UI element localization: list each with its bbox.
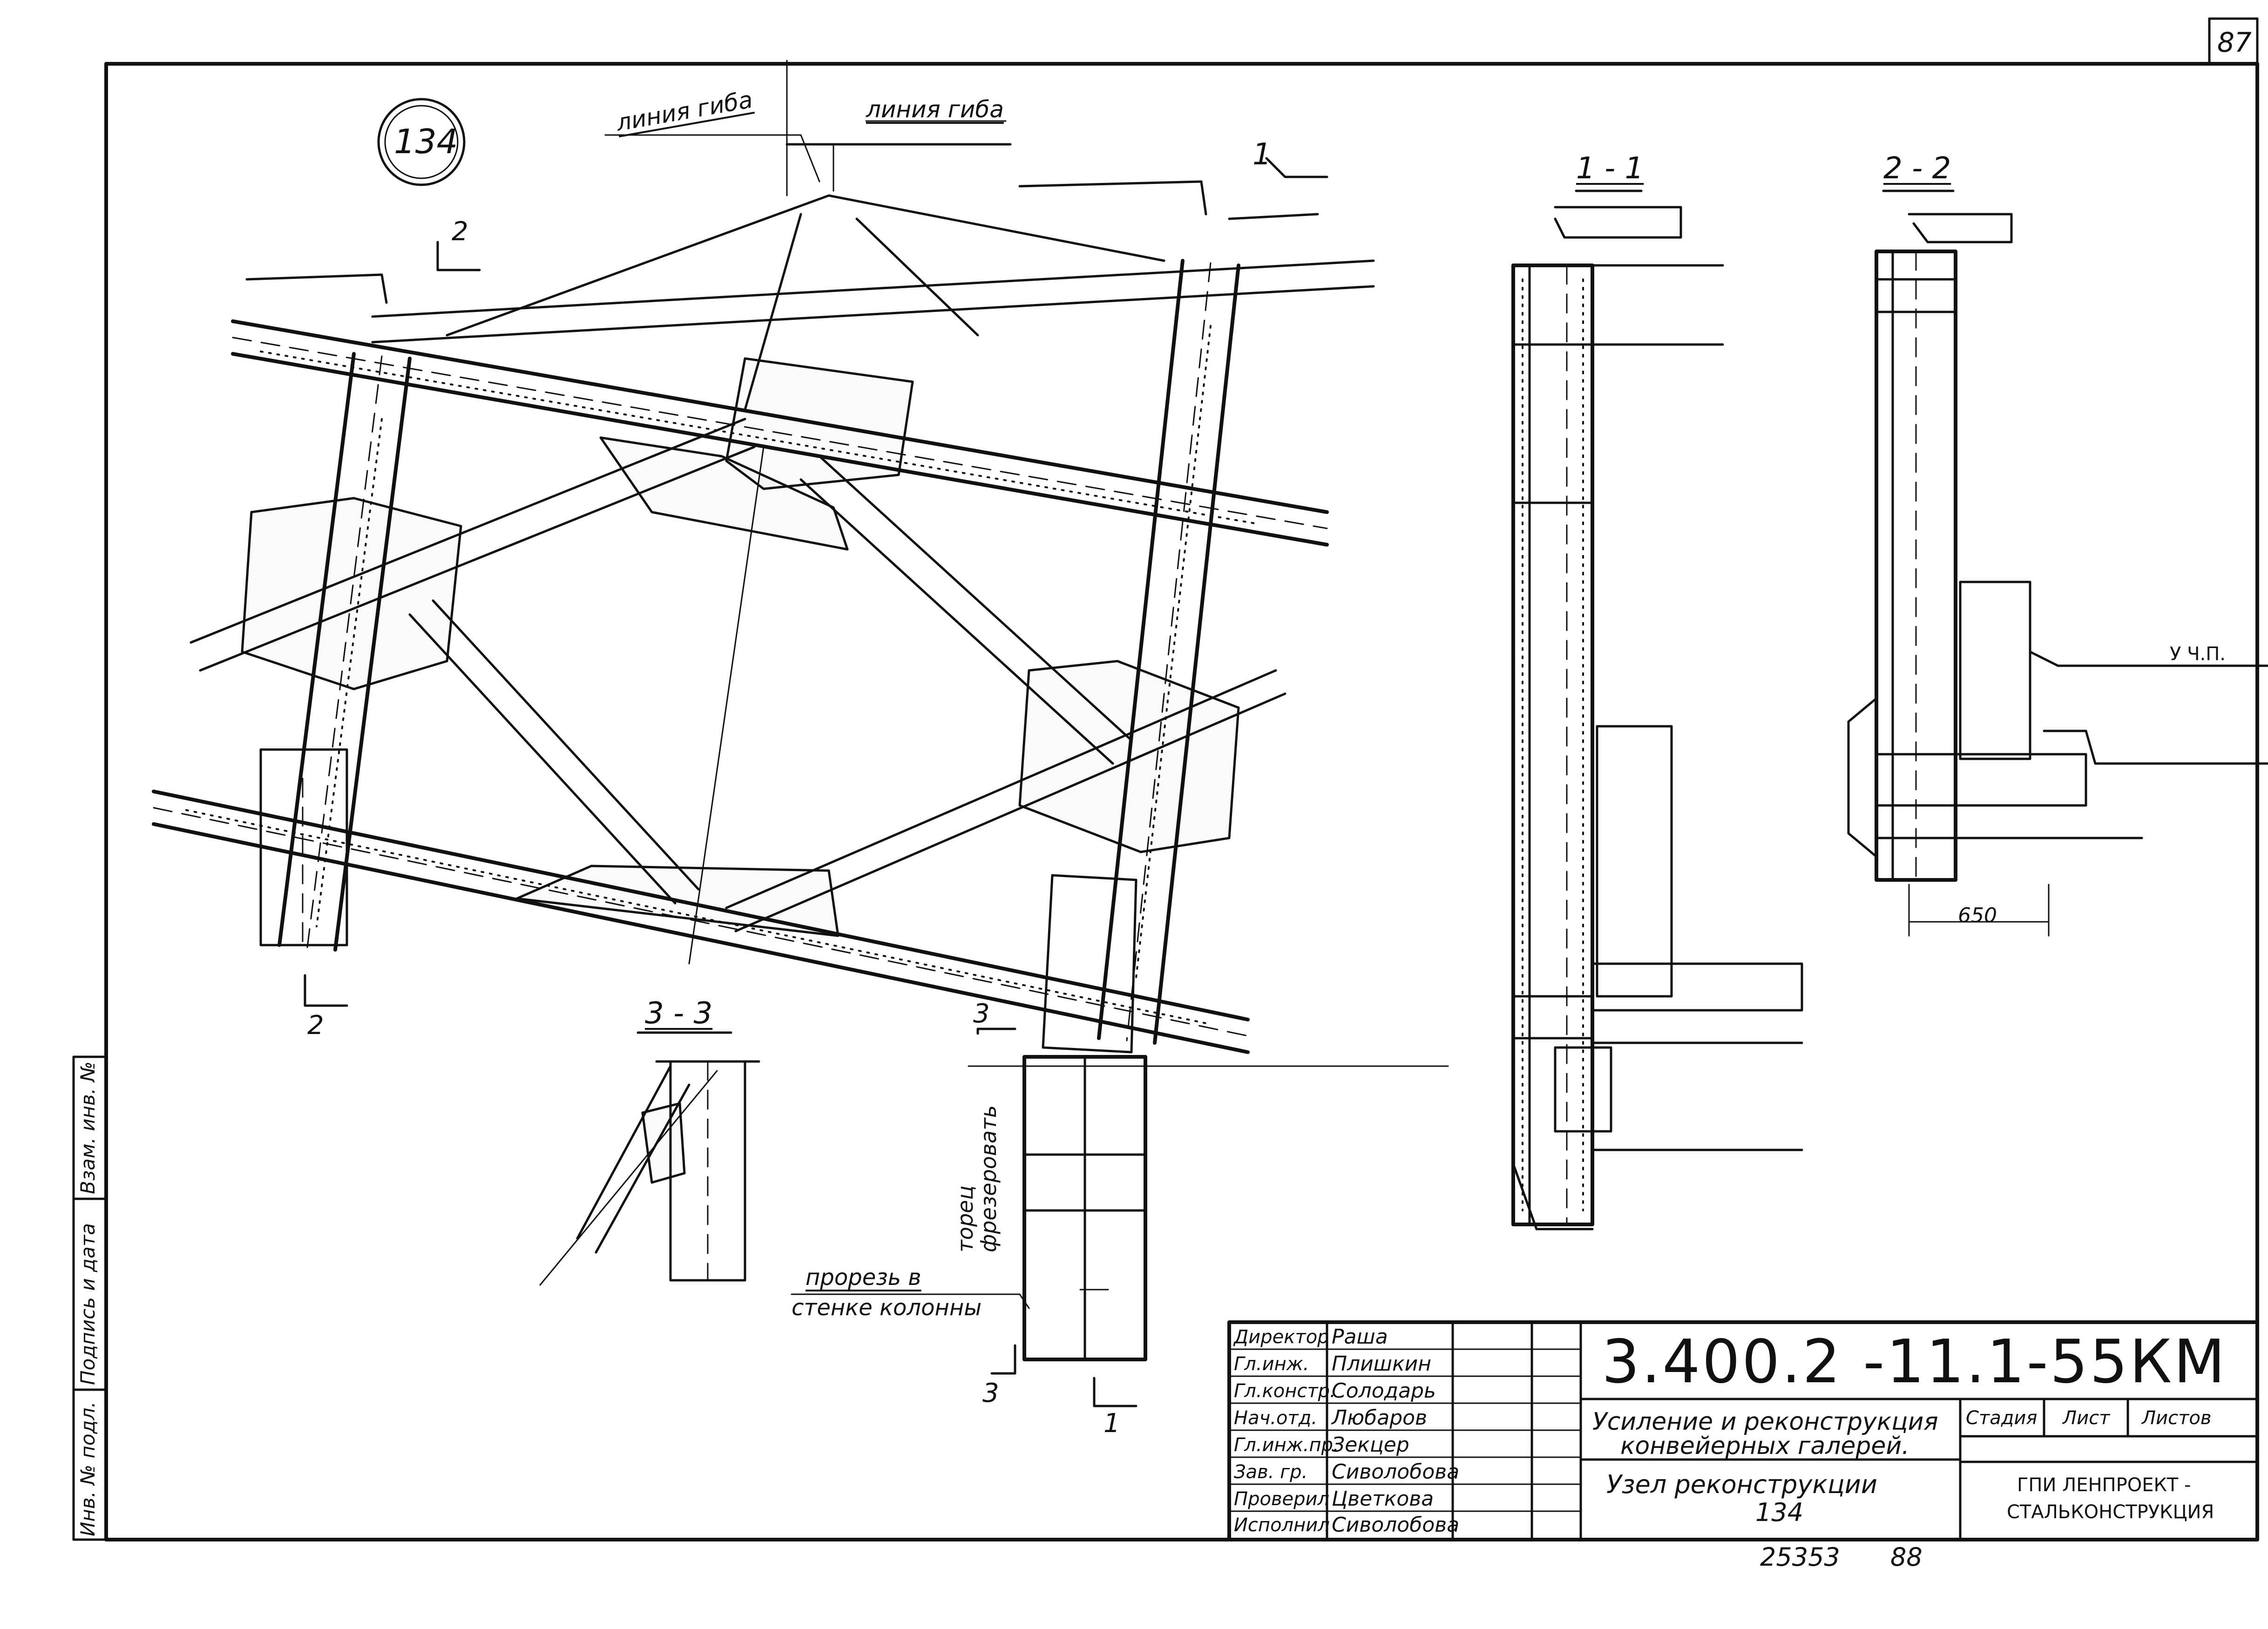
slot-note-line2: стенке колонны (792, 1295, 982, 1321)
title-line2: конвейерных галерей. (1620, 1432, 1909, 1460)
staff-name: Сиволобова (1332, 1513, 1460, 1537)
main-node-view (152, 60, 1449, 1407)
staff-role: Гл.инж. (1234, 1353, 1309, 1375)
staff-name: Зекцер (1332, 1433, 1409, 1457)
staff-role: Проверил (1234, 1488, 1330, 1510)
staff-role: Гл.инж.пр. (1234, 1434, 1339, 1456)
staff-role: Директор (1234, 1326, 1329, 1348)
section-2-2-title: 2 - 2 (1883, 151, 1951, 186)
staff-name: Любаров (1332, 1406, 1428, 1430)
staff-role: Нач.отд. (1234, 1407, 1318, 1429)
stamp-inv-original: Инв. № подл. (76, 1401, 99, 1536)
dimension-650: 650 (1958, 904, 1997, 927)
stamp-replace-inv: Взам. инв. № (76, 1061, 99, 1194)
bottom-page-number: 88 (1890, 1542, 1923, 1572)
section-mark-2-top: 2 (452, 216, 468, 247)
sheet-frame (104, 17, 2259, 1541)
left-stamp-frame (72, 1055, 108, 1541)
staff-name: Солодарь (1332, 1379, 1436, 1403)
stamp-sign-date: Подпись и дата (76, 1223, 99, 1385)
subtitle-line2: 134 (1755, 1498, 1804, 1527)
staff-name: Раша (1332, 1325, 1388, 1349)
subtitle-line1: Узел реконструкции (1606, 1470, 1877, 1499)
bend-line-label-right: линия гиба (866, 96, 1004, 123)
sheet-number: 87 (2217, 27, 2252, 58)
section-mark-1-top: 1 (1252, 137, 1272, 172)
title-line1: Усиление и реконструкция (1592, 1408, 1938, 1436)
staff-name: Цветкова (1332, 1487, 1434, 1511)
node-mark: 134 (394, 122, 458, 161)
node-mark-circle (377, 98, 466, 186)
mill-end-note-line1: торец (953, 1185, 978, 1252)
title-block-frame (1227, 1320, 2259, 1541)
section-1-1-title: 1 - 1 (1576, 151, 1644, 186)
section-mark-3-top: 3 (973, 999, 990, 1029)
clean-floor-level: У Ч.П. (2170, 643, 2226, 665)
staff-role: Гл.констр. (1234, 1380, 1336, 1402)
section-2-2-view (1847, 189, 2268, 937)
staff-name: Сиволобова (1332, 1460, 1460, 1484)
staff-name: Плишкин (1332, 1352, 1432, 1376)
section-mark-3-bottom: 3 (982, 1378, 999, 1408)
drawing-code: 3.400.2 -11.1-55КМ (1602, 1327, 2227, 1397)
section-3-3-view (539, 1031, 760, 1286)
slot-note-line1: прорезь в (806, 1264, 921, 1291)
archive-number: 25353 (1760, 1542, 1840, 1572)
column-sheet: Лист (2063, 1407, 2110, 1429)
section-mark-1-bottom: 1 (1104, 1408, 1120, 1439)
column-stage: Стадия (1966, 1407, 2038, 1429)
mill-end-note-line2: фрезеровать (976, 1105, 1001, 1252)
organization-line1: ГПИ ЛЕНПРОЕКТ - (2017, 1474, 2191, 1496)
staff-role: Зав. гр. (1234, 1461, 1308, 1483)
staff-role: Исполнил (1234, 1514, 1330, 1536)
organization-line2: СТАЛЬКОНСТРУКЦИЯ (2007, 1501, 2214, 1523)
section-3-3-title: 3 - 3 (645, 996, 713, 1031)
section-1-1-view (1511, 189, 1803, 1230)
column-sheets: Листов (2142, 1407, 2212, 1429)
section-mark-2-bottom: 2 (307, 1010, 324, 1041)
